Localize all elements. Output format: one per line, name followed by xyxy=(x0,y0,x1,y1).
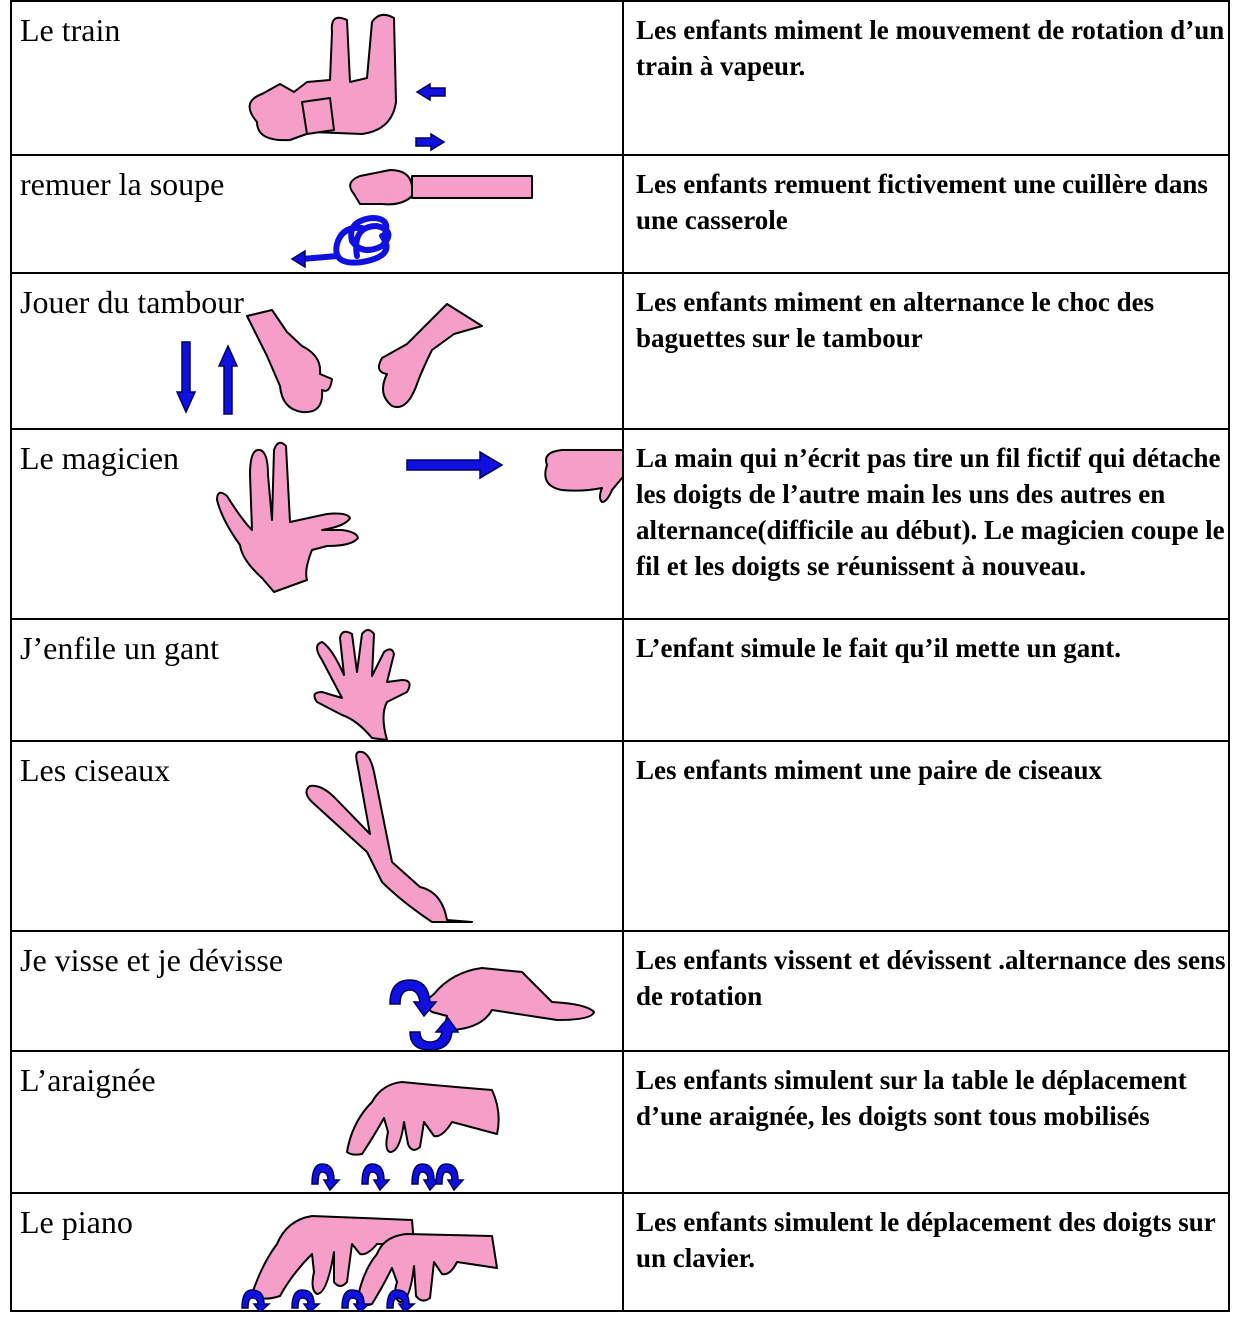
arrow-right-icon xyxy=(406,450,504,480)
piano-illustration xyxy=(162,1194,622,1312)
column-divider xyxy=(622,156,624,272)
column-divider xyxy=(622,430,624,618)
table-row-araignee: L’araignée Les enfants simulent sur la t… xyxy=(12,1050,1228,1192)
araignee-illustration xyxy=(162,1052,622,1192)
rotate-counter-icon xyxy=(409,1016,460,1050)
column-divider xyxy=(622,1052,624,1192)
piano-hand-right-icon xyxy=(356,1233,498,1307)
drum-hand-right-icon xyxy=(377,303,483,408)
activity-description: Les enfants simulent sur la table le dép… xyxy=(636,1065,1187,1131)
spider-hand-icon xyxy=(346,1081,500,1156)
table-row-tambour: Jouer du tambour Les enfants miment en a… xyxy=(12,272,1228,428)
step-arc-icon-2 xyxy=(361,1163,391,1192)
tambour-illustration xyxy=(162,274,622,428)
activity-name: Je visse et je dévisse xyxy=(20,942,284,978)
arrow-left-icon xyxy=(415,82,446,102)
arrow-right-icon xyxy=(415,132,446,152)
fist-icon xyxy=(301,97,335,135)
spiral-icon xyxy=(299,214,392,266)
glove-hand-icon xyxy=(313,629,411,740)
column-divider xyxy=(622,932,624,1050)
activity-description: La main qui n’écrit pas tire un fil fict… xyxy=(636,443,1225,581)
activity-description: Les enfants miment une paire de ciseaux xyxy=(636,755,1102,785)
table-row-ciseaux: Les ciseaux Les enfants miment une paire… xyxy=(12,740,1228,930)
table-row-soupe: remuer la soupe Les enfants remuent fict… xyxy=(12,154,1228,272)
ciseaux-illustration xyxy=(162,742,622,930)
arrow-down-icon xyxy=(175,341,197,414)
visse-illustration xyxy=(162,932,622,1050)
activity-name: Le piano xyxy=(20,1204,133,1240)
activity-name: Le magicien xyxy=(20,440,180,476)
table-row-piano: Le piano Les enfants simulent le déplace… xyxy=(12,1192,1228,1312)
step-arc-icon-4 xyxy=(435,1163,465,1192)
activity-description: Les enfants simulent le déplacement des … xyxy=(636,1207,1216,1273)
step-arc-icon-3 xyxy=(411,1163,441,1192)
step-arc-icon-3 xyxy=(341,1289,371,1312)
activity-description: Les enfants miment en alternance le choc… xyxy=(636,287,1155,353)
activity-description: Les enfants miment le mouvement de rotat… xyxy=(636,15,1225,81)
scissors-hand-icon xyxy=(305,750,473,923)
column-divider xyxy=(622,274,624,428)
column-divider xyxy=(622,1194,624,1310)
activity-name: J’enfile un gant xyxy=(20,630,220,666)
activity-description: L’enfant simule le fait qu’il mette un g… xyxy=(636,633,1121,663)
activity-name: Le train xyxy=(20,12,121,48)
column-divider xyxy=(622,620,624,740)
activity-description: Les enfants remuent fictivement une cuil… xyxy=(636,169,1208,235)
activity-name: L’araignée xyxy=(20,1062,156,1098)
rotate-clockwise-icon xyxy=(389,979,438,1018)
table-row-gant: J’enfile un gant L’enfant simule le fait… xyxy=(12,618,1228,740)
soupe-illustration xyxy=(162,156,622,272)
step-arc-icon-1 xyxy=(311,1163,341,1192)
column-divider xyxy=(622,742,624,930)
fist-icon xyxy=(349,169,413,206)
table-row-magicien: Le magicien La main qui n’écrit pas tire… xyxy=(12,428,1228,618)
pulling-hand-icon xyxy=(544,449,622,503)
train-illustration xyxy=(162,2,622,152)
column-divider xyxy=(622,2,624,154)
step-arc-icon-4 xyxy=(386,1289,416,1312)
activity-name: remuer la soupe xyxy=(20,166,225,202)
table-row-visse: Je visse et je dévisse Les enfants visse… xyxy=(12,930,1228,1050)
activity-name: Jouer du tambour xyxy=(20,284,244,320)
arm-rect xyxy=(411,175,533,199)
activity-description: Les enfants vissent et dévissent .altern… xyxy=(636,945,1226,1011)
step-arc-icon-2 xyxy=(291,1289,321,1312)
magicien-illustration xyxy=(162,430,622,618)
activities-table: Le train Les enfants miment le mouvement… xyxy=(10,0,1230,1312)
open-hand-icon xyxy=(216,441,359,593)
drum-hand-left-icon xyxy=(246,309,333,414)
table-row-train: Le train Les enfants miment le mouvement… xyxy=(12,0,1228,154)
arrow-up-icon xyxy=(217,344,239,415)
piano-hand-left-icon xyxy=(251,1215,415,1300)
activity-name: Les ciseaux xyxy=(20,752,171,788)
arrow-left-icon xyxy=(290,249,306,269)
step-arc-icon-1 xyxy=(241,1289,271,1312)
gant-illustration xyxy=(162,620,622,740)
hand-arm-icon xyxy=(248,13,397,142)
